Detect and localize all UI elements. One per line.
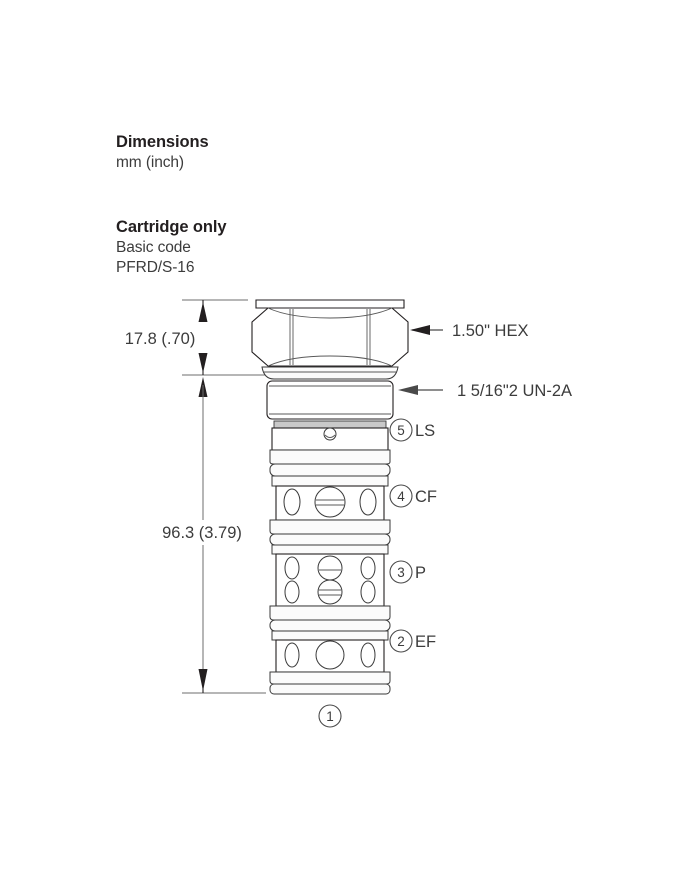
units-label: mm (inch) xyxy=(116,154,184,171)
port-balloon-number-cf: 4 xyxy=(397,489,405,504)
port-section-cf xyxy=(275,485,385,521)
dimension-hex-height: 17.8 (.70) xyxy=(125,300,208,397)
dimension-label-hex-height: 17.8 (.70) xyxy=(125,330,196,348)
groove-rings-lower xyxy=(269,605,391,641)
cartridge-title: Cartridge only xyxy=(116,218,227,236)
port-balloon-number-p: 3 xyxy=(397,565,405,580)
port-section-p xyxy=(275,553,385,607)
port-balloon-p: 3 P xyxy=(389,560,426,584)
port-label-ef: EF xyxy=(415,633,436,651)
dimension-label-overall-length: 96.3 (3.79) xyxy=(162,524,242,542)
port-balloon-ls: 5 LS xyxy=(389,418,435,442)
cartridge-heading-block: Cartridge only Basic code PFRD/S-16 xyxy=(116,217,227,277)
callout-hex-size: 1.50" HEX xyxy=(410,322,528,340)
dimensions-heading-block: Dimensions mm (inch) xyxy=(116,132,209,173)
port-section-ls xyxy=(271,420,389,451)
bottom-rings xyxy=(269,671,391,695)
port-section-ef xyxy=(275,639,385,673)
port-label-cf: CF xyxy=(415,488,437,506)
hex-nut xyxy=(251,299,409,367)
port-label-ls: LS xyxy=(415,422,435,440)
port-balloon-number-bottom: 1 xyxy=(326,709,334,724)
hex-shoulder xyxy=(261,366,399,380)
dimension-overall-length: 96.3 (3.79) xyxy=(162,385,242,693)
callout-thread-spec: 1 5/16"2 UN-2A xyxy=(398,382,572,400)
port-label-p: P xyxy=(415,564,426,582)
basic-code-label: Basic code xyxy=(116,239,191,256)
port-balloon-number-ls: 5 xyxy=(397,423,405,438)
basic-code-value: PFRD/S-16 xyxy=(116,258,195,276)
port-balloon-ef: 2 EF xyxy=(389,629,436,653)
groove-rings-mid xyxy=(269,519,391,555)
callout-label-thread-spec: 1 5/16"2 UN-2A xyxy=(457,382,572,400)
groove-rings-upper xyxy=(269,449,391,487)
page-title: Dimensions xyxy=(116,133,209,151)
port-balloon-number-ef: 2 xyxy=(397,634,405,649)
port-balloon-bottom: 1 xyxy=(318,704,342,728)
callout-label-hex-size: 1.50" HEX xyxy=(452,322,528,340)
threaded-section xyxy=(266,380,394,420)
extension-lines xyxy=(182,299,268,694)
port-balloon-cf: 4 CF xyxy=(389,484,437,508)
